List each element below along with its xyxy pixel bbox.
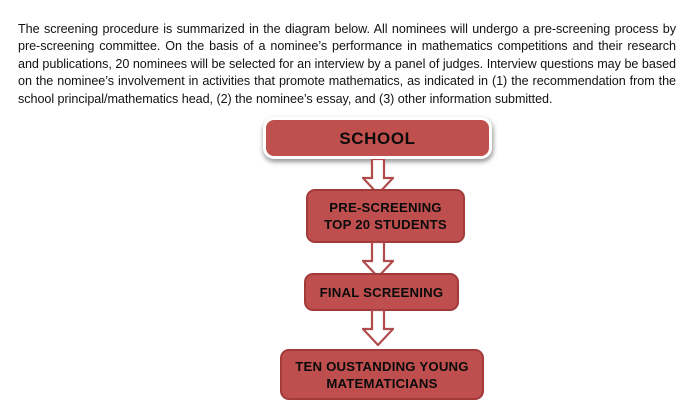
- screening-flowchart: SCHOOL PRE-SCREENING TOP 20 STUDENTS FIN…: [0, 110, 692, 419]
- flow-node-pre-screening-label-line1: PRE-SCREENING: [329, 200, 442, 215]
- flow-node-final-screening-label: FINAL SCREENING: [319, 284, 444, 300]
- down-arrow-icon: [360, 308, 396, 347]
- flow-node-pre-screening[interactable]: PRE-SCREENING TOP 20 STUDENTS: [306, 189, 465, 243]
- flow-node-outstanding-label-line2: MATEMATICIANS: [326, 375, 438, 391]
- flow-node-school-label: SCHOOL: [339, 128, 416, 148]
- intro-paragraph: The screening procedure is summarized in…: [18, 21, 676, 106]
- flow-node-pre-screening-label-line2: TOP 20 STUDENTS: [324, 217, 447, 232]
- down-arrow-icon: [360, 240, 396, 279]
- down-arrow-icon: [360, 157, 396, 196]
- flow-node-school[interactable]: SCHOOL: [263, 117, 492, 159]
- flow-node-ten-outstanding-young-matematicians[interactable]: TEN OUSTANDING YOUNG MATEMATICIANS: [280, 349, 484, 400]
- flow-node-outstanding-label-line1: TEN OUSTANDING YOUNG: [295, 358, 469, 374]
- flow-node-final-screening[interactable]: FINAL SCREENING: [304, 273, 459, 311]
